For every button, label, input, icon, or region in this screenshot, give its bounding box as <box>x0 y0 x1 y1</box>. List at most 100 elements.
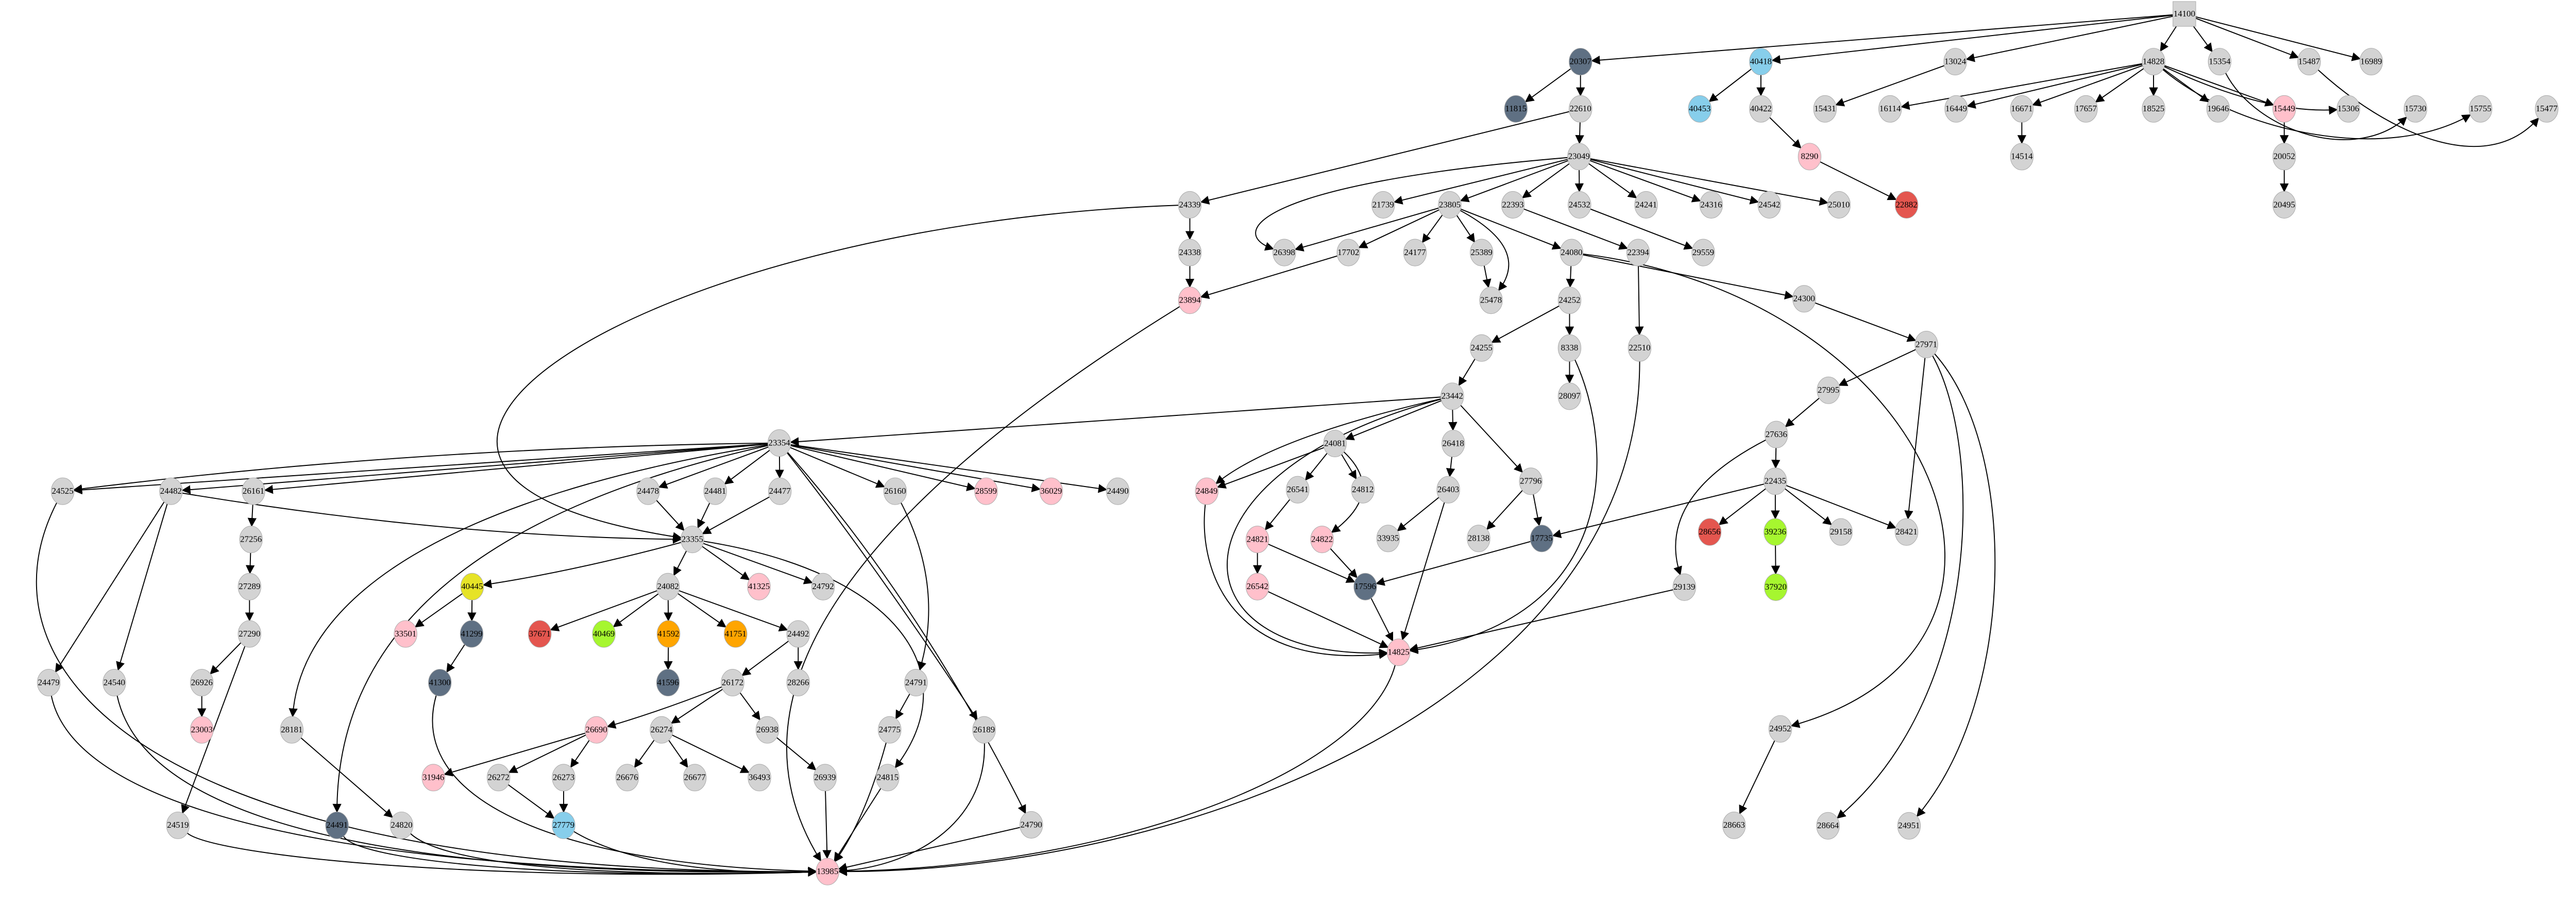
node-shape-15730 <box>2403 95 2428 123</box>
node-shape-33935 <box>1376 525 1400 552</box>
node-label-24338: 24338 <box>1179 247 1200 257</box>
node-label-27256: 27256 <box>240 534 262 544</box>
graph-node-13024: 13024 <box>1943 48 1967 76</box>
graph-node-40418: 40418 <box>1749 48 1773 76</box>
node-shape-28266 <box>786 668 810 697</box>
node-shape-24339 <box>1178 191 1202 219</box>
graph-node-24252: 24252 <box>1557 287 1582 314</box>
graph-node-24241: 24241 <box>1634 191 1658 219</box>
node-shape-26189 <box>972 716 996 744</box>
graph-node-17657: 17657 <box>2074 95 2098 123</box>
graph-node-26403: 26403 <box>1436 476 1460 504</box>
graph-edge-23805-25389 <box>1456 215 1476 243</box>
graph-edge-23354-36029 <box>790 444 1041 493</box>
node-label-24479: 24479 <box>38 677 59 687</box>
node-label-24792: 24792 <box>812 581 834 591</box>
node-label-24951: 24951 <box>1898 820 1920 830</box>
graph-edge-24252-24255 <box>1491 305 1560 343</box>
graph-edge-14100-16989 <box>2195 16 2361 61</box>
graph-node-24542: 24542 <box>1757 191 1781 219</box>
node-label-26926: 26926 <box>191 677 213 687</box>
node-shape-13985 <box>816 858 839 885</box>
graph-edge-28181-24820 <box>300 737 393 818</box>
node-shape-29158 <box>1829 518 1853 546</box>
node-label-24542: 24542 <box>1758 199 1780 209</box>
graph-edge-13024-15431 <box>1835 65 1945 107</box>
node-shape-27636 <box>1765 421 1788 448</box>
graph-node-24316: 24316 <box>1699 191 1723 219</box>
node-shape-24177 <box>1403 239 1427 266</box>
node-shape-24081 <box>1323 429 1347 458</box>
node-shape-37671 <box>528 620 552 648</box>
graph-edge-27971-27995 <box>1838 349 1916 386</box>
node-label-40445: 40445 <box>461 581 483 591</box>
graph-edge-26274-26677 <box>668 740 688 768</box>
graph-edge-23354-26160 <box>790 447 886 488</box>
node-shape-22610 <box>1569 95 1592 123</box>
node-label-24492: 24492 <box>787 629 809 639</box>
graph-edge-26172-26274 <box>670 689 723 724</box>
graph-edge-24821-17596 <box>1268 543 1355 583</box>
graph-edge-23049-22393 <box>1521 163 1570 198</box>
graph-node-27256: 27256 <box>239 526 263 554</box>
graph-node-24481: 24481 <box>703 477 727 505</box>
graph-edge-17596-14825 <box>1370 598 1394 642</box>
graph-node-24492: 24492 <box>786 620 810 648</box>
graph-edge-14828-19646 <box>2163 68 2209 103</box>
node-shape-15449 <box>2273 95 2296 123</box>
node-shape-24300 <box>1792 285 1816 313</box>
graph-edge-23805-24177 <box>1421 214 1443 243</box>
node-shape-24478 <box>636 477 660 505</box>
node-shape-26161 <box>242 477 265 505</box>
graph-node-23894: 23894 <box>1178 287 1202 314</box>
graph-edge-24820-13985 <box>410 833 817 877</box>
node-shape-26273 <box>552 764 575 792</box>
node-label-17596: 17596 <box>1354 581 1376 591</box>
graph-node-24478: 24478 <box>636 477 660 505</box>
node-label-19646: 19646 <box>2207 104 2229 113</box>
node-shape-27779 <box>552 811 575 839</box>
graph-edge-24519-13985 <box>187 832 817 877</box>
node-shape-28097 <box>1557 382 1582 410</box>
graph-node-24952: 24952 <box>1768 715 1792 743</box>
graph-node-28138: 28138 <box>1467 525 1490 552</box>
graph-node-21739: 21739 <box>1371 191 1395 219</box>
node-label-27971: 27971 <box>1916 339 1937 349</box>
graph-node-24791: 24791 <box>904 668 928 697</box>
node-shape-17657 <box>2074 95 2098 123</box>
node-shape-28664 <box>1816 812 1840 840</box>
node-shape-24479 <box>37 668 61 697</box>
node-label-24820: 24820 <box>391 820 412 830</box>
node-shape-22393 <box>1501 191 1525 219</box>
graph-node-26272: 26272 <box>486 764 511 792</box>
node-shape-28663 <box>1722 811 1746 839</box>
graph-node-24821: 24821 <box>1246 526 1269 554</box>
graph-node-40445: 40445 <box>460 573 484 600</box>
node-shape-27995 <box>1817 376 1840 404</box>
node-shape-24241 <box>1634 191 1658 219</box>
graph-node-24080: 24080 <box>1560 239 1584 266</box>
graph-node-26676: 26676 <box>615 764 639 792</box>
graph-node-36029: 36029 <box>1039 477 1063 505</box>
graph-node-24477: 24477 <box>768 477 792 505</box>
node-shape-26938 <box>755 716 779 744</box>
node-label-24477: 24477 <box>769 486 791 496</box>
node-shape-19646 <box>2206 95 2230 123</box>
node-shape-24951 <box>1897 812 1921 840</box>
node-shape-28599 <box>974 477 998 505</box>
graph-edge-27971-24951 <box>1916 353 1996 817</box>
graph-node-29559: 29559 <box>1691 239 1715 266</box>
node-label-24339: 24339 <box>1179 199 1200 209</box>
node-label-36493: 36493 <box>749 773 770 782</box>
node-label-17702: 17702 <box>1337 247 1359 257</box>
graph-edge-27779-13985 <box>573 831 817 877</box>
graph-node-15306: 15306 <box>2336 95 2360 123</box>
node-shape-41325 <box>747 573 771 600</box>
graph-edge-23354-24478 <box>658 446 769 489</box>
graph-node-14825: 14825 <box>1386 639 1411 666</box>
node-label-23049: 23049 <box>1568 152 1590 161</box>
graph-node-25478: 25478 <box>1479 287 1503 314</box>
node-shape-24822 <box>1310 526 1334 554</box>
node-shape-26926 <box>190 668 214 697</box>
graph-edge-26690-31946 <box>444 732 586 777</box>
